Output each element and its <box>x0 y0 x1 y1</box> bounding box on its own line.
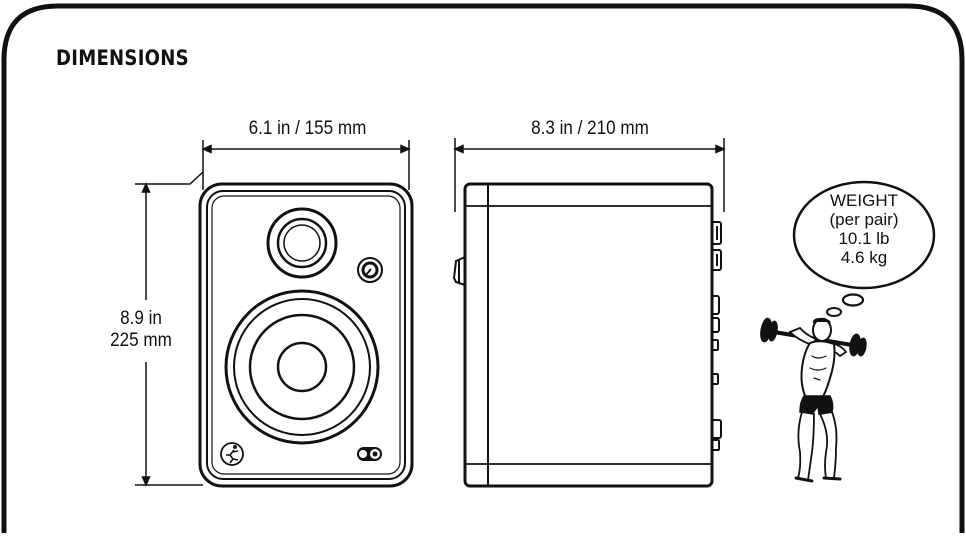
running-man-logo-icon <box>220 442 244 466</box>
weight-heading: WEIGHT <box>830 191 898 210</box>
weight-qualifier: (per pair) <box>829 210 899 229</box>
headphone-jack-icon <box>357 447 382 461</box>
speaker-front-view <box>198 182 414 488</box>
weight-thought-bubble <box>792 180 936 326</box>
height-label: 8.9 in 225 mm <box>101 308 182 352</box>
woofer <box>224 289 380 445</box>
page-title: DIMENSIONS <box>56 46 189 70</box>
rear-connectors <box>711 221 722 451</box>
tweeter <box>266 207 338 279</box>
frame-border <box>1 3 965 538</box>
weight-lb: 10.1 lb <box>838 229 890 248</box>
speaker-side-view <box>452 182 722 488</box>
volume-knob <box>357 257 383 283</box>
depth-label: 8.3 in / 210 mm <box>531 118 649 139</box>
depth-dimension-line <box>453 138 726 212</box>
height-dimension-line <box>135 171 204 487</box>
weight-label: WEIGHT (per pair) 10.1 lb 4.6 kg <box>796 191 932 267</box>
width-label: 6.1 in / 155 mm <box>248 118 367 139</box>
height-in-label: 8.9 in <box>120 308 162 329</box>
height-mm-label: 225 mm <box>110 330 172 351</box>
weight-kg: 4.6 kg <box>840 248 888 267</box>
width-dimension-line <box>201 140 411 190</box>
strongman-barbell-illustration <box>760 317 867 483</box>
side-knob <box>452 256 466 286</box>
